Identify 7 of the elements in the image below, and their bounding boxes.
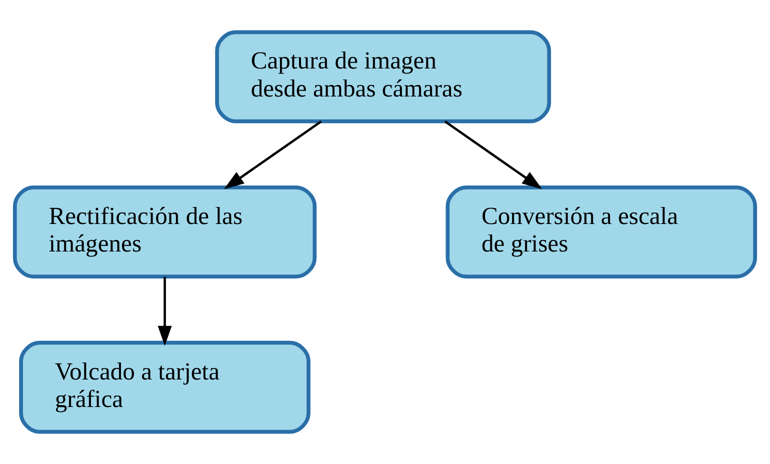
node-box: Volcado a tarjeta gráfica: [19, 340, 310, 434]
node-box: Conversión a escala de grises: [446, 186, 758, 278]
node-box: Rectificación de las imágenes: [12, 186, 317, 278]
arrow: [444, 120, 542, 190]
arrow: [158, 276, 172, 346]
arrow: [224, 120, 322, 190]
node-box: Captura de imagen desde ambas cámaras: [215, 30, 552, 124]
